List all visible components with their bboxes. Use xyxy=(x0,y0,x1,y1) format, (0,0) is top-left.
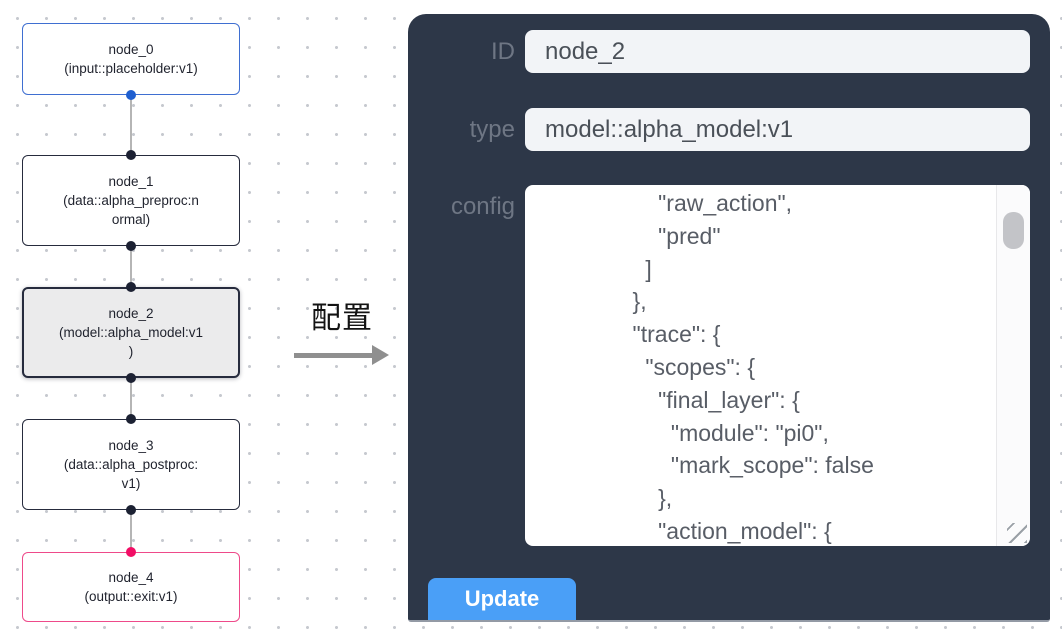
port-node4-in[interactable] xyxy=(126,547,136,557)
update-button[interactable]: Update xyxy=(428,578,576,620)
id-label: ID xyxy=(491,37,515,65)
edge-node0-node1 xyxy=(130,95,132,155)
port-node3-in[interactable] xyxy=(126,414,136,424)
config-label: config xyxy=(450,193,515,220)
flow-node-node_4[interactable]: node_4 (output::exit:v1) xyxy=(22,552,240,622)
port-node1-out[interactable] xyxy=(126,241,136,251)
edge-node3-node4 xyxy=(130,510,132,552)
config-scrollbar-track[interactable] xyxy=(996,185,1030,546)
port-node0-out[interactable] xyxy=(126,90,136,100)
node-label: node_0 (input::placeholder:v1) xyxy=(64,41,198,76)
flow-node-node_2[interactable]: node_2 (model::alpha_model:v1 ) xyxy=(22,287,240,378)
node-label: node_4 (output::exit:v1) xyxy=(84,569,178,604)
node-label: node_3 (data::alpha_postproc: v1) xyxy=(63,437,199,492)
node-label: node_2 (model::alpha_model:v1 ) xyxy=(58,305,204,360)
transition-annotation: 配置 xyxy=(286,293,398,365)
node-label: node_1 (data::alpha_preproc:n ormal) xyxy=(63,173,199,228)
port-node2-out[interactable] xyxy=(126,373,136,383)
config-textarea[interactable]: "raw_action", "pred" ] }, "trace": { "sc… xyxy=(525,185,1030,546)
flow-node-node_3[interactable]: node_3 (data::alpha_postproc: v1) xyxy=(22,419,240,510)
type-input[interactable] xyxy=(525,108,1030,151)
type-field-row: type xyxy=(428,108,1030,151)
edge-node1-node2 xyxy=(130,246,132,287)
flow-node-node_1[interactable]: node_1 (data::alpha_preproc:n ormal) xyxy=(22,155,240,246)
config-field-row: config "raw_action", "pred" ] }, "trace"… xyxy=(428,185,1030,546)
port-node3-out[interactable] xyxy=(126,505,136,515)
id-field-row: ID xyxy=(428,30,1030,73)
node-config-panel: ID type config "raw_action", "pred" ] },… xyxy=(408,14,1050,622)
edge-node2-node3 xyxy=(130,378,132,419)
port-node1-in[interactable] xyxy=(126,150,136,160)
config-scrollbar-thumb[interactable] xyxy=(1003,212,1024,249)
flow-node-node_0[interactable]: node_0 (input::placeholder:v1) xyxy=(22,23,240,95)
right-arrow-icon xyxy=(286,345,398,365)
config-json-text: "raw_action", "pred" ] }, "trace": { "sc… xyxy=(632,190,874,544)
resize-handle-icon[interactable] xyxy=(1007,523,1027,543)
port-node2-in[interactable] xyxy=(126,282,136,292)
type-label: type xyxy=(469,115,515,143)
id-input[interactable] xyxy=(525,30,1030,73)
configure-label: 配置 xyxy=(311,302,373,335)
